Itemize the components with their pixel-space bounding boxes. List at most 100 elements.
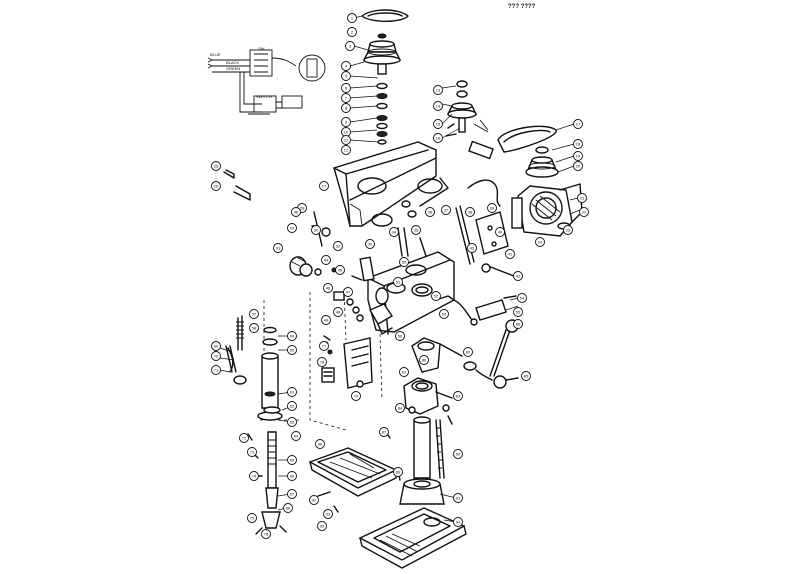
svg-text:15: 15 [436, 122, 441, 127]
callout: 13 [433, 85, 443, 95]
callout: 9 [341, 117, 351, 127]
svg-text:20: 20 [576, 164, 581, 169]
callout: 89 [393, 467, 403, 477]
callout: 40 [495, 227, 505, 237]
svg-text:50: 50 [402, 260, 407, 265]
svg-text:82: 82 [466, 350, 471, 355]
svg-text:24: 24 [538, 240, 543, 245]
base-plate [358, 507, 467, 569]
motor-assembly [497, 125, 583, 237]
svg-text:77: 77 [322, 344, 327, 349]
svg-text:46: 46 [326, 286, 331, 291]
callout: 30 [311, 225, 321, 235]
svg-text:69: 69 [214, 344, 219, 349]
svg-text:95: 95 [320, 524, 325, 529]
svg-text:56: 56 [398, 334, 403, 339]
svg-text:11: 11 [344, 138, 349, 143]
svg-text:4: 4 [345, 64, 348, 69]
column [385, 416, 445, 505]
svg-text:25: 25 [214, 164, 219, 169]
svg-text:38: 38 [468, 210, 473, 215]
column-tube [413, 419, 431, 479]
svg-text:74: 74 [252, 474, 257, 479]
callout: 47 [343, 287, 353, 297]
tension-lever [473, 119, 489, 133]
svg-text:85: 85 [524, 374, 529, 379]
svg-text:29: 29 [290, 226, 295, 231]
callout: 5 [341, 71, 351, 81]
callout: 39 [487, 203, 497, 213]
svg-text:63: 63 [290, 420, 295, 425]
callout: 27 [319, 181, 329, 191]
svg-text:37: 37 [444, 208, 449, 213]
svg-text:61: 61 [290, 390, 295, 395]
callout: 15 [433, 119, 443, 129]
svg-text:54: 54 [520, 296, 525, 301]
depth-stop [359, 256, 375, 282]
callout: 64 [291, 431, 301, 441]
svg-text:40: 40 [498, 230, 503, 235]
callout: 51 [393, 277, 403, 287]
callout: 32 [333, 241, 343, 251]
wiring-label-black: BLACK [226, 60, 239, 65]
callout: 11 [341, 135, 351, 145]
wiring-diagram: BLUE BLACK GREEN SW SWITCH [207, 46, 326, 115]
motor-bracket [475, 211, 509, 255]
callout: 54 [517, 293, 527, 303]
v-belt-small [361, 9, 409, 22]
header-text: ??? ???? [508, 4, 536, 10]
svg-text:65: 65 [290, 458, 295, 463]
callout: 19 [573, 151, 583, 161]
spindle-pulley [363, 55, 401, 65]
callout: 29 [287, 223, 297, 233]
callout: 58 [249, 323, 259, 333]
callout: 57 [249, 309, 259, 319]
callout: 62 [287, 401, 297, 411]
svg-text:5: 5 [345, 74, 348, 79]
svg-text:78: 78 [320, 360, 325, 365]
motor-pulley [525, 166, 559, 178]
callout: 59 [287, 331, 297, 341]
spindle-pulley-stack [361, 9, 409, 145]
switch-box [253, 95, 277, 113]
svg-text:27: 27 [322, 184, 327, 189]
svg-text:45: 45 [338, 268, 343, 273]
svg-text:7: 7 [345, 96, 348, 101]
callout: 90 [453, 449, 463, 459]
callout: 82 [463, 347, 473, 357]
svg-text:76: 76 [264, 532, 269, 537]
callout: 45 [335, 265, 345, 275]
work-table [308, 447, 398, 497]
pinion-feed-hub [289, 256, 345, 277]
svg-text:91: 91 [456, 496, 461, 501]
callout: 49 [321, 315, 331, 325]
allen-key-small [223, 169, 235, 179]
svg-text:32: 32 [336, 244, 341, 249]
callout: 68 [283, 503, 293, 513]
svg-text:14: 14 [436, 104, 441, 109]
svg-text:58: 58 [252, 326, 257, 331]
allen-key-large [233, 185, 251, 201]
svg-text:17: 17 [576, 122, 581, 127]
leader-lines [219, 15, 581, 523]
svg-text:88: 88 [318, 442, 323, 447]
callout: 43 [467, 243, 477, 253]
svg-text:44: 44 [324, 258, 329, 263]
svg-text:93: 93 [326, 512, 331, 517]
svg-text:48: 48 [336, 310, 341, 315]
svg-text:92: 92 [312, 498, 317, 503]
svg-text:8: 8 [345, 106, 348, 111]
callout: 18 [573, 139, 583, 149]
callout: 71 [211, 365, 221, 375]
svg-text:79: 79 [354, 394, 359, 399]
svg-text:16: 16 [436, 136, 441, 141]
svg-text:51: 51 [396, 280, 401, 285]
svg-text:68: 68 [286, 506, 291, 511]
rack [435, 419, 445, 479]
callout: 73 [247, 447, 257, 457]
svg-text:67: 67 [290, 492, 295, 497]
wiring-label-green: GREEN [226, 66, 240, 71]
callout: 44 [321, 255, 331, 265]
svg-text:87: 87 [382, 430, 387, 435]
